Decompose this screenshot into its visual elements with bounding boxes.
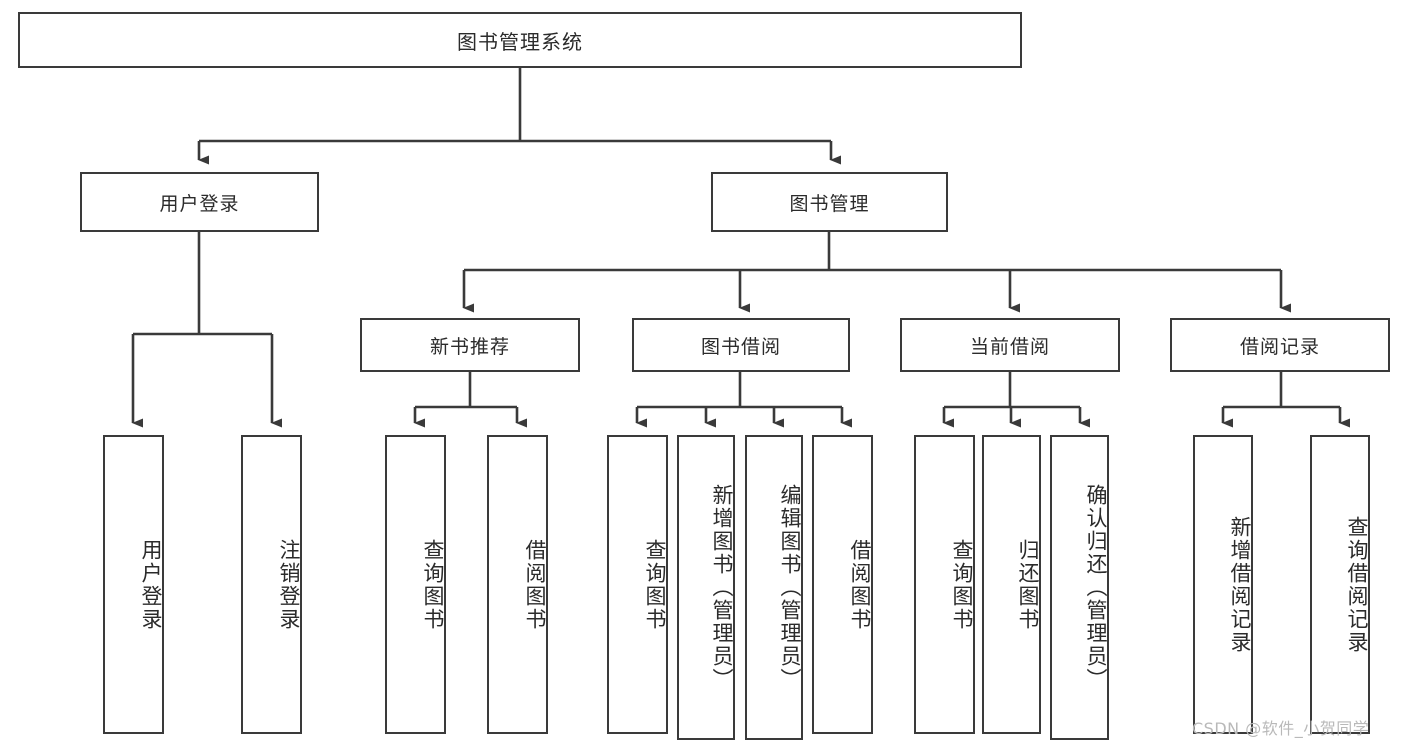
node-leaf-query-book-3-label: 查询图书 <box>950 538 974 631</box>
node-leaf-add-record[interactable]: 新增借阅记录 <box>1193 435 1253 734</box>
node-user-login[interactable]: 用户登录 <box>80 172 319 232</box>
node-leaf-query-book-2[interactable]: 查询图书 <box>607 435 668 734</box>
node-leaf-borrow-book-1-label: 借阅图书 <box>523 538 547 631</box>
node-borrow-record-label: 借阅记录 <box>1239 335 1320 358</box>
node-root-label: 图书管理系统 <box>457 29 583 54</box>
node-new-book-recommend-label: 新书推荐 <box>429 335 510 358</box>
node-current-borrow[interactable]: 当前借阅 <box>900 318 1120 372</box>
node-new-book-recommend[interactable]: 新书推荐 <box>360 318 580 372</box>
node-leaf-return-book[interactable]: 归还图书 <box>982 435 1041 734</box>
node-leaf-query-book-1-label: 查询图书 <box>421 538 445 631</box>
node-leaf-return-book-label: 归还图书 <box>1016 538 1040 631</box>
node-leaf-query-book-3[interactable]: 查询图书 <box>914 435 975 734</box>
node-leaf-edit-book-label: 编辑图书（管理员） <box>778 484 802 691</box>
node-leaf-borrow-book-1[interactable]: 借阅图书 <box>487 435 548 734</box>
watermark-text: CSDN @软件_小贺同学 <box>1192 719 1370 738</box>
node-leaf-query-record[interactable]: 查询借阅记录 <box>1310 435 1370 734</box>
node-user-login-label: 用户登录 <box>159 192 240 215</box>
node-leaf-borrow-book-2[interactable]: 借阅图书 <box>812 435 873 734</box>
node-book-borrow[interactable]: 图书借阅 <box>632 318 850 372</box>
node-book-manage-label: 图书管理 <box>789 192 870 215</box>
node-leaf-query-record-label: 查询借阅记录 <box>1345 515 1369 654</box>
node-leaf-query-book-2-label: 查询图书 <box>643 538 667 631</box>
node-book-manage[interactable]: 图书管理 <box>711 172 948 232</box>
node-leaf-edit-book[interactable]: 编辑图书（管理员） <box>745 435 803 740</box>
node-leaf-add-record-label: 新增借阅记录 <box>1228 515 1252 654</box>
node-leaf-add-book[interactable]: 新增图书（管理员） <box>677 435 735 740</box>
node-leaf-query-book-1[interactable]: 查询图书 <box>385 435 446 734</box>
node-leaf-logout-login[interactable]: 注销登录 <box>241 435 302 734</box>
node-leaf-add-book-label: 新增图书（管理员） <box>710 484 734 691</box>
node-root[interactable]: 图书管理系统 <box>18 12 1022 68</box>
node-leaf-user-login[interactable]: 用户登录 <box>103 435 164 734</box>
node-leaf-confirm-return[interactable]: 确认归还（管理员） <box>1050 435 1109 740</box>
node-borrow-record[interactable]: 借阅记录 <box>1170 318 1390 372</box>
node-book-borrow-label: 图书借阅 <box>700 335 781 358</box>
node-leaf-confirm-return-label: 确认归还（管理员） <box>1084 484 1108 691</box>
node-leaf-borrow-book-2-label: 借阅图书 <box>848 538 872 631</box>
node-leaf-logout-login-label: 注销登录 <box>277 538 301 631</box>
node-leaf-user-login-label: 用户登录 <box>139 538 163 631</box>
node-current-borrow-label: 当前借阅 <box>969 335 1050 358</box>
